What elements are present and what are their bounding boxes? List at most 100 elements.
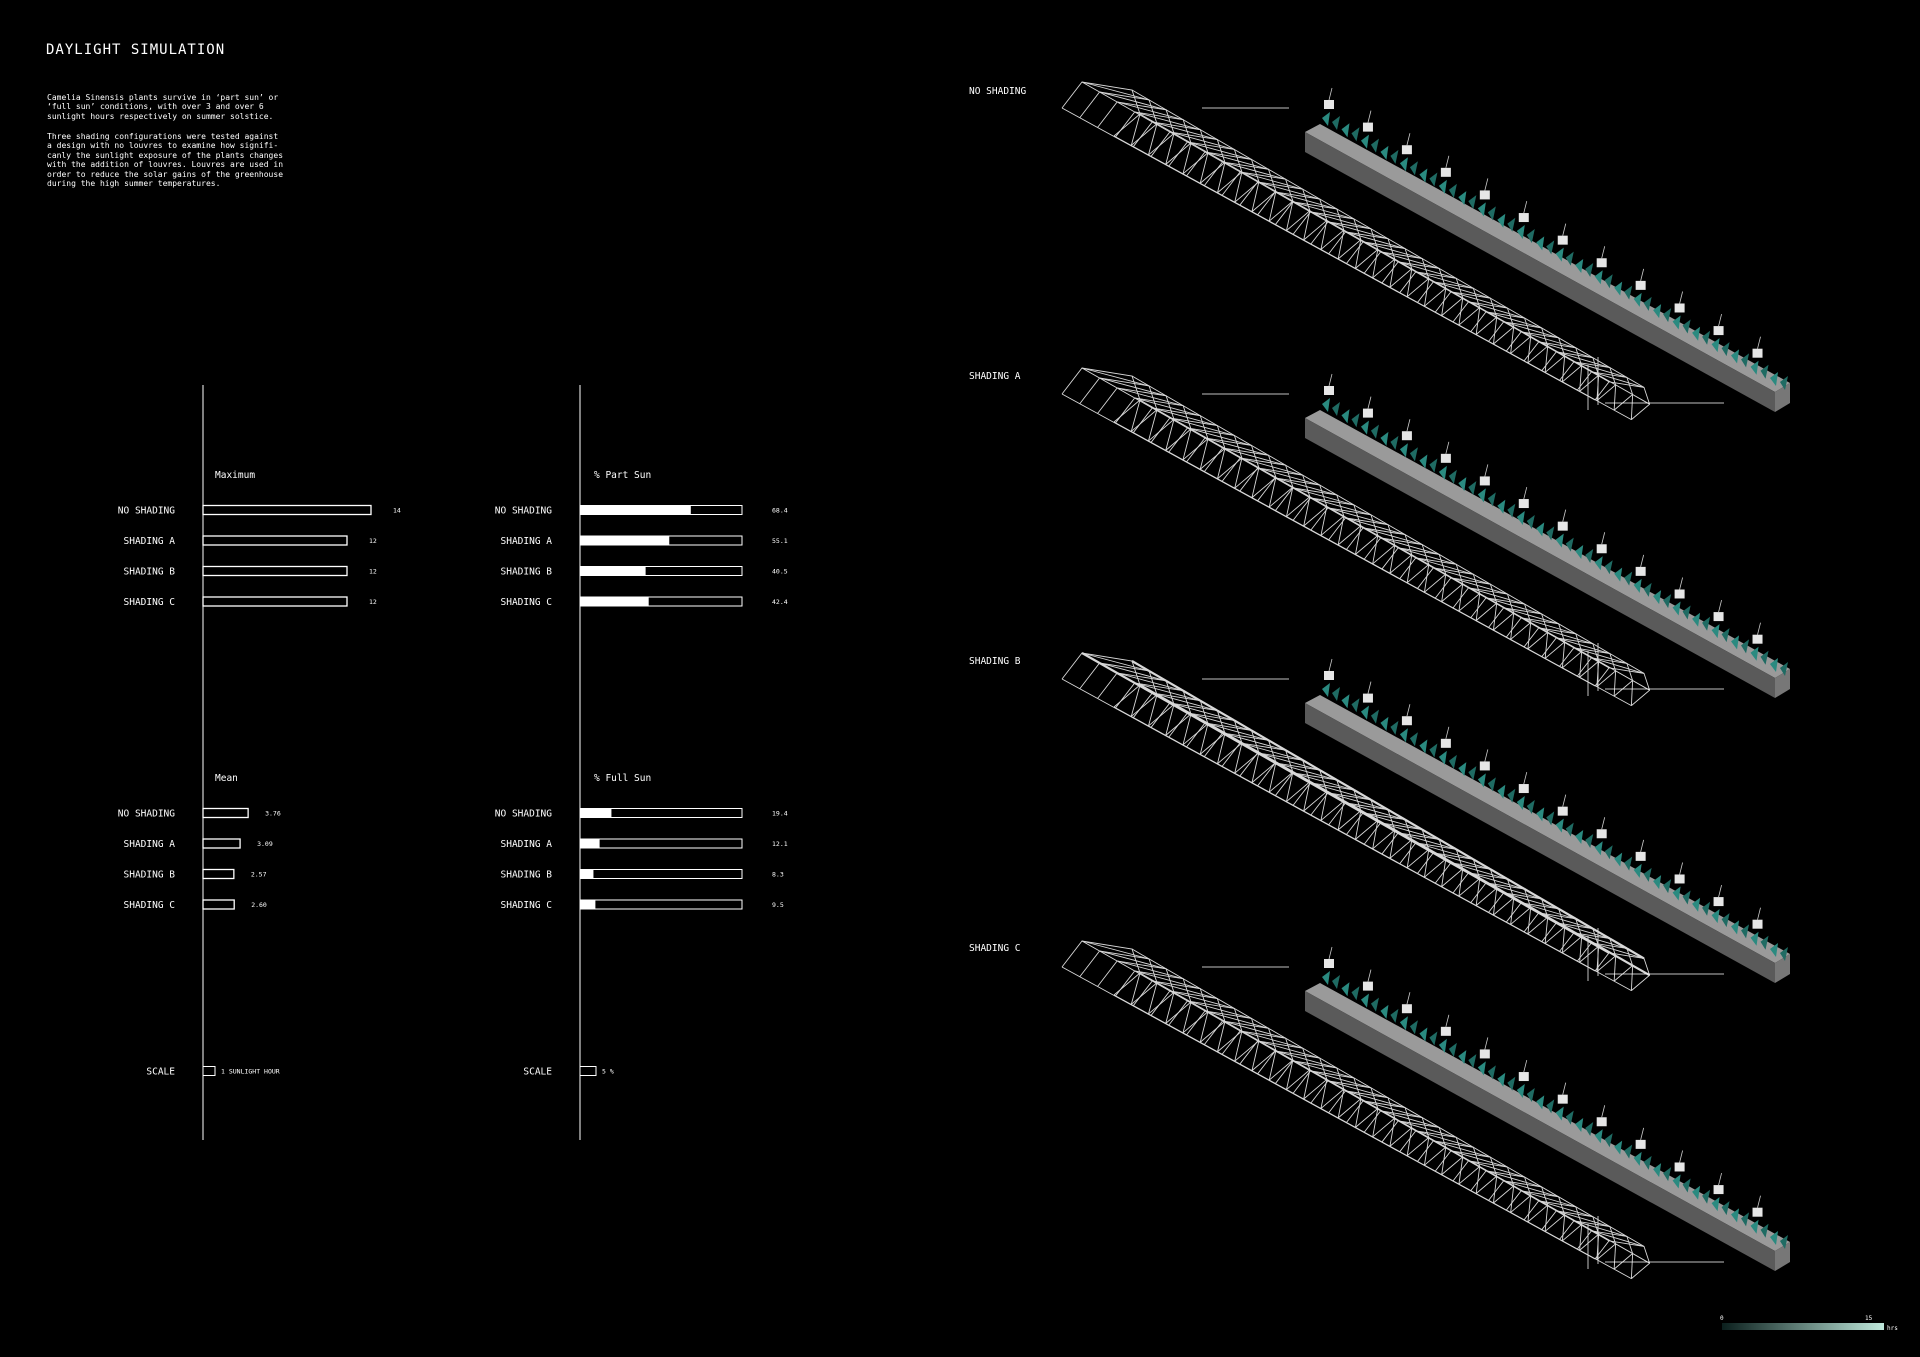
category-label: NO SHADING (118, 809, 175, 820)
tea-plant (1731, 1208, 1750, 1227)
tea-plant (1711, 599, 1730, 643)
colour-legend-bar (1722, 1323, 1884, 1330)
tea-plant (1614, 281, 1633, 300)
tea-plant (1458, 191, 1477, 210)
tea-plant (1672, 291, 1691, 334)
category-label: SHADING C (501, 597, 552, 608)
data-label: 19.4 (772, 810, 788, 818)
category-label: SHADING C (501, 900, 552, 911)
tea-plant (1672, 862, 1691, 905)
bar (202, 535, 348, 546)
tea-plant (1575, 1117, 1594, 1136)
tea-plant (1477, 1037, 1496, 1080)
tea-plant (1360, 681, 1379, 724)
tea-plant (1360, 396, 1379, 439)
category-label: NO SHADING (495, 506, 552, 517)
tea-plant (1594, 817, 1613, 860)
intro-paragraph: Camelia Sinensis plants survive in ‘part… (47, 93, 279, 121)
bar (580, 900, 596, 909)
tea-plant (1555, 794, 1574, 837)
tea-plant (1341, 123, 1360, 142)
scale-swatch (579, 1066, 597, 1076)
tea-plant (1497, 499, 1516, 518)
chart-title: Maximum (215, 470, 255, 481)
tea-plant (1399, 419, 1418, 462)
tea-plant (1614, 567, 1633, 586)
tea-plant (1458, 1050, 1477, 1069)
rendering-3 (1061, 652, 1790, 991)
category-label: SHADING C (124, 597, 175, 608)
tea-plant (1322, 658, 1340, 701)
tea-plant (1555, 223, 1574, 266)
planter-bed (1305, 658, 1790, 983)
tea-plant (1653, 590, 1672, 609)
truss-frame (1061, 81, 1651, 420)
bar (580, 566, 646, 576)
data-label: 55.1 (772, 537, 788, 545)
tea-plant (1594, 532, 1613, 575)
tea-plant (1477, 178, 1496, 221)
rendering-2 (1061, 367, 1790, 706)
page-title: DAYLIGHT SIMULATION (46, 42, 226, 58)
tea-plant (1731, 920, 1750, 939)
tea-plant (1731, 635, 1750, 654)
bar (202, 596, 348, 607)
tea-plant (1516, 771, 1535, 815)
tea-plant (1322, 87, 1340, 130)
scale-unit-text: 1 SUNLIGHT HOUR (221, 1068, 280, 1076)
bar (202, 565, 348, 577)
truss-frame (1061, 652, 1651, 991)
tea-plant (1360, 110, 1379, 153)
tea-plant (1614, 852, 1633, 871)
tea-plant (1497, 784, 1516, 803)
tea-plant (1536, 236, 1555, 255)
tea-plant (1458, 477, 1477, 496)
truss-frame (1061, 367, 1651, 706)
tea-plant (1419, 739, 1438, 758)
category-label: SHADING B (501, 870, 553, 881)
tea-plant (1438, 441, 1457, 484)
data-label: 14 (393, 507, 401, 515)
tea-plant (1536, 522, 1555, 541)
tea-plant (1653, 1163, 1672, 1182)
tea-plant (1711, 313, 1730, 357)
tea-plant (1399, 992, 1418, 1035)
tea-plant (1672, 1150, 1691, 1193)
scale-label: SCALE (146, 1067, 175, 1078)
data-label: 12.1 (772, 840, 788, 848)
rendering-label: SHADING B (969, 656, 1021, 667)
data-label: 2.60 (251, 901, 267, 909)
tea-plant (1360, 969, 1379, 1012)
planter-bed (1305, 946, 1790, 1271)
tea-plant (1770, 1231, 1788, 1249)
tea-plant (1692, 612, 1711, 631)
category-label: SHADING C (124, 900, 175, 911)
tea-plant (1438, 155, 1457, 198)
bar (580, 839, 600, 848)
tea-plant (1419, 1027, 1438, 1046)
truss-frame (1061, 940, 1651, 1279)
rendering-label: SHADING A (969, 371, 1021, 382)
data-label: 8.3 (772, 871, 784, 879)
tea-plant (1536, 807, 1555, 826)
tea-plant (1438, 1014, 1457, 1057)
data-label: 42.4 (772, 598, 788, 606)
tea-plant (1731, 349, 1750, 368)
bar (580, 597, 649, 606)
tea-plant (1536, 1095, 1555, 1114)
tea-plant (1614, 1140, 1633, 1159)
data-label: 12 (369, 568, 377, 576)
method-paragraph: Three shading configurations were tested… (47, 132, 284, 189)
scale-unit-text: 5 % (602, 1068, 614, 1076)
category-label: NO SHADING (495, 809, 552, 820)
legend-max-label: 15 (1865, 1315, 1873, 1322)
tea-plant (1633, 268, 1652, 311)
tea-plant (1458, 762, 1477, 781)
tea-plant (1770, 372, 1788, 390)
data-label: 3.09 (257, 840, 273, 848)
category-label: SHADING A (501, 536, 553, 547)
planter-bed (1305, 373, 1790, 698)
rendering-label: SHADING C (969, 943, 1020, 954)
tea-plant (1516, 200, 1535, 244)
tea-plant (1750, 907, 1769, 950)
